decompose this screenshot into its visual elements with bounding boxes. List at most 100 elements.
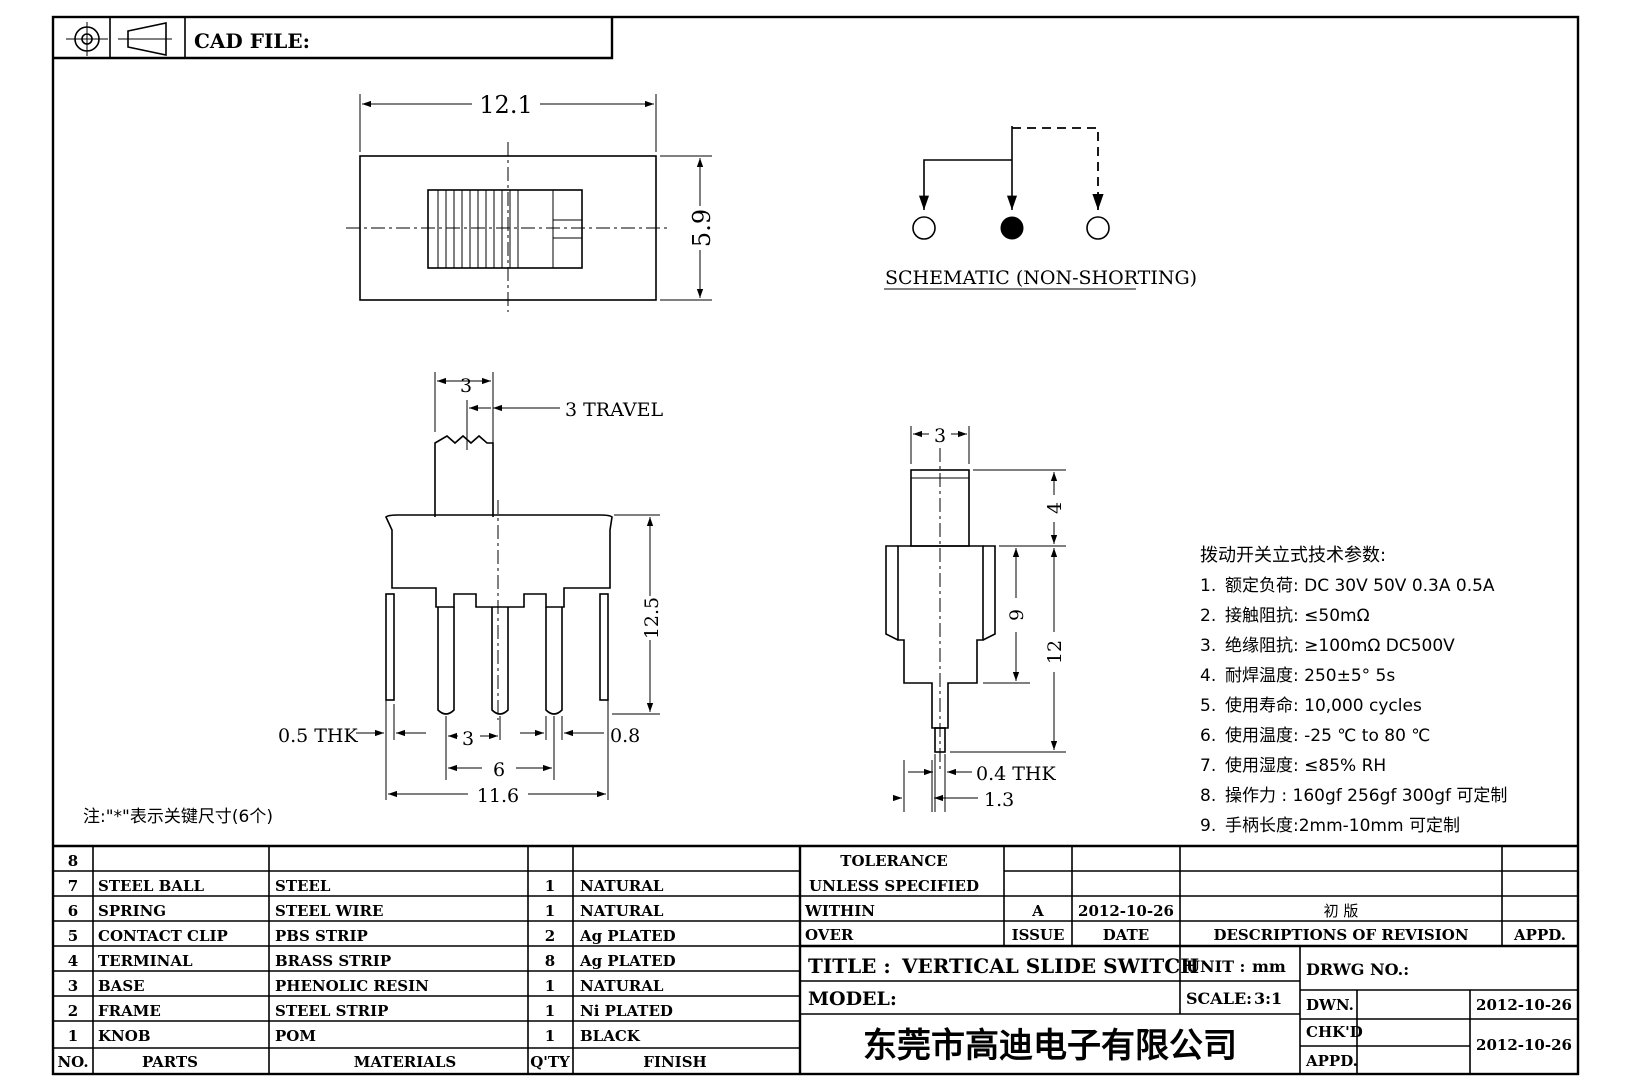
travel-dim: 3 TRAVEL [565, 399, 663, 421]
side-view: 3 4 9 12 0.4 THK 1.3 [885, 425, 1066, 812]
spec-item-number: 7. [1200, 756, 1216, 776]
bom-qty: 1 [545, 1027, 555, 1045]
schematic-label: SCHEMATIC (NON-SHORTING) [885, 267, 1197, 289]
knob-grip-lines [437, 190, 582, 268]
third-angle-projection-icon [66, 22, 172, 56]
bom-header-no: NO. [57, 1053, 88, 1071]
spec-item-number: 9. [1200, 816, 1216, 836]
bom-material: STEEL [275, 877, 331, 895]
frame-leg-right [599, 593, 609, 701]
schematic-terminal-right [1086, 216, 1110, 240]
over-label: OVER [805, 926, 854, 944]
top-width-dim: 12.1 [479, 91, 532, 119]
spec-item: 绝缘阻抗: ≥100mΩ DC500V [1225, 636, 1455, 656]
bom-table: 8 7 STEEL BALL STEEL 1 NATURAL 6 SPRING … [53, 844, 802, 1074]
bom-header-materials: MATERIALS [354, 1053, 457, 1071]
bom-material: BRASS STRIP [275, 952, 391, 970]
unit-label: UNIT : [1186, 957, 1245, 976]
bom-finish: Ag PLATED [579, 952, 676, 970]
spec-item: 使用湿度: ≤85% RH [1225, 755, 1386, 776]
front-thickness-dim: 0.5 THK [278, 725, 358, 747]
model-label: MODEL: [808, 988, 897, 1010]
header-block: CAD FILE: [53, 17, 614, 60]
title-block: TOLERANCE UNLESS SPECIFIED WITHIN OVER A… [800, 844, 1578, 1074]
side-pin-width-dim: 1.3 [984, 789, 1014, 811]
spec-item: 手柄长度:2mm-10mm 可定制 [1225, 816, 1460, 836]
revision-description: 初 版 [1324, 902, 1359, 920]
checked-label: CHK'D [1306, 1023, 1363, 1041]
cad-file-label: CAD FILE: [194, 29, 310, 53]
top-view: 12.1 5.9 [346, 91, 716, 312]
revision-date: 2012-10-26 [1078, 902, 1174, 920]
bom-qty: 1 [545, 977, 555, 995]
spec-item-number: 1. [1200, 576, 1216, 596]
revision-description-header: DESCRIPTIONS OF REVISION [1213, 926, 1468, 944]
side-pin-length-dim: 9 [1006, 609, 1028, 621]
terminal-pin-2 [491, 607, 509, 715]
bom-finish: Ni PLATED [580, 1002, 673, 1020]
terminal-pin-3 [545, 607, 563, 715]
bom-part: TERMINAL [98, 952, 193, 970]
revision-issue: A [1031, 902, 1044, 920]
bom-qty: 8 [545, 952, 555, 970]
bom-item-number: 7 [68, 877, 78, 895]
bom-part: KNOB [98, 1027, 151, 1045]
bom-material: PBS STRIP [275, 927, 368, 945]
spec-item: 操作力 : 160gf 256gf 300gf 可定制 [1225, 786, 1507, 806]
schematic-diagram: SCHEMATIC (NON-SHORTING) [884, 126, 1197, 290]
pin-width-dim: 0.8 [610, 725, 640, 747]
pin-pitch-dim: 3 [462, 728, 474, 750]
bom-item-number: 4 [68, 952, 78, 970]
bom-material: PHENOLIC RESIN [275, 977, 429, 995]
bom-item-number: 5 [68, 927, 78, 945]
bom-item-number: 6 [68, 902, 78, 920]
bom-finish: NATURAL [580, 877, 664, 895]
front-knob [434, 434, 494, 517]
approved-label: APPD. [1305, 1052, 1358, 1070]
tolerance-subtitle: UNLESS SPECIFIED [809, 877, 979, 895]
bom-qty: 1 [545, 1002, 555, 1020]
bom-finish: NATURAL [580, 902, 664, 920]
within-label: WITHIN [804, 902, 875, 920]
frame-leg-left [385, 593, 395, 701]
unit-value: mm [1252, 957, 1286, 976]
bom-finish: Ag PLATED [579, 927, 676, 945]
bom-header-parts: PARTS [142, 1053, 198, 1071]
bom-material: STEEL STRIP [275, 1002, 388, 1020]
drawing-number-label: DRWG NO.: [1306, 960, 1409, 979]
front-view: 3 3 TRAVEL 12.5 0.5 THK 3 0.8 6 11.6 [278, 372, 663, 807]
schematic-terminal-left [912, 216, 936, 240]
spec-item: 使用温度: -25 ℃ to 80 ℃ [1225, 725, 1430, 746]
bom-item-number: 8 [68, 852, 78, 870]
spec-item-number: 6. [1200, 726, 1216, 746]
title-label: TITLE : [808, 954, 891, 978]
side-knob-height-dim: 4 [1044, 502, 1066, 514]
side-frame-left [885, 545, 899, 641]
overall-width-dim: 11.6 [477, 785, 519, 807]
spec-item-number: 4. [1200, 666, 1216, 686]
spec-item: 接触阻抗: ≤50mΩ [1225, 606, 1370, 626]
bom-qty: 1 [545, 877, 555, 895]
checked-date: 2012-10-26 [1476, 1036, 1572, 1054]
approved-header: APPD. [1513, 926, 1566, 944]
spec-item-number: 8. [1200, 786, 1216, 806]
bom-item-number: 2 [68, 1002, 78, 1020]
bom-item-number: 1 [68, 1027, 78, 1045]
side-frame-right [982, 545, 996, 641]
front-height-dim: 12.5 [641, 597, 663, 639]
front-housing [385, 514, 613, 608]
knob-width-dim: 3 [460, 375, 472, 397]
side-knob-width-dim: 3 [934, 425, 946, 447]
scale-label: SCALE: [1186, 989, 1252, 1008]
outer-pins-dim: 6 [493, 759, 505, 781]
side-thickness-dim: 0.4 THK [976, 763, 1056, 785]
bom-part: CONTACT CLIP [98, 927, 228, 945]
side-height-dim: 12 [1044, 640, 1066, 664]
spec-list: 拨动开关立式技术参数: 1. 额定负荷: DC 30V 50V 0.3A 0.5… [1200, 545, 1507, 836]
key-dimension-note: 注:"*"表示关键尺寸(6个) [83, 807, 273, 827]
spec-item-number: 2. [1200, 606, 1216, 626]
schematic-terminal-common [1000, 216, 1024, 240]
company-name: 东莞市高迪电子有限公司 [863, 1026, 1237, 1066]
top-view-knob [427, 189, 583, 269]
bom-material: POM [275, 1027, 316, 1045]
